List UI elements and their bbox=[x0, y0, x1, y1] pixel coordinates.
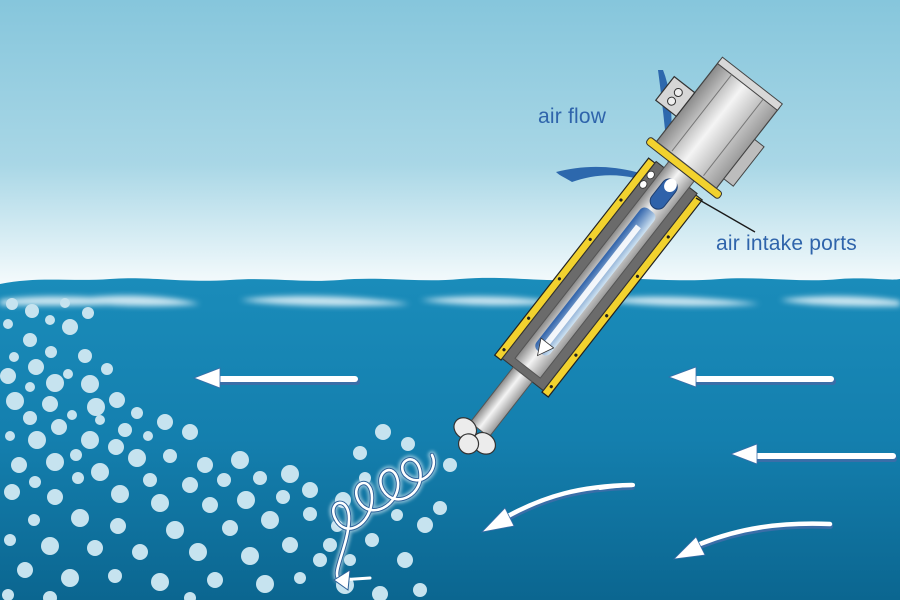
current-arrow bbox=[192, 367, 360, 389]
air-flow-label: air flow bbox=[538, 105, 607, 128]
bubble-plume bbox=[0, 298, 457, 600]
current-arrow bbox=[598, 483, 635, 490]
current-arrow bbox=[672, 521, 833, 560]
current-arrow bbox=[729, 443, 897, 465]
motor bbox=[654, 56, 784, 190]
propeller bbox=[453, 417, 497, 455]
water-current-arrows bbox=[192, 366, 897, 560]
spiral-flow-arrow bbox=[329, 451, 438, 591]
surface-highlights bbox=[0, 295, 900, 307]
aerator bbox=[453, 56, 784, 455]
water bbox=[0, 277, 900, 600]
air-intake-ports-label: air intake ports bbox=[716, 232, 857, 255]
current-arrow bbox=[667, 366, 836, 388]
lower-shaft bbox=[469, 366, 533, 438]
intake-leader-line bbox=[695, 197, 756, 233]
